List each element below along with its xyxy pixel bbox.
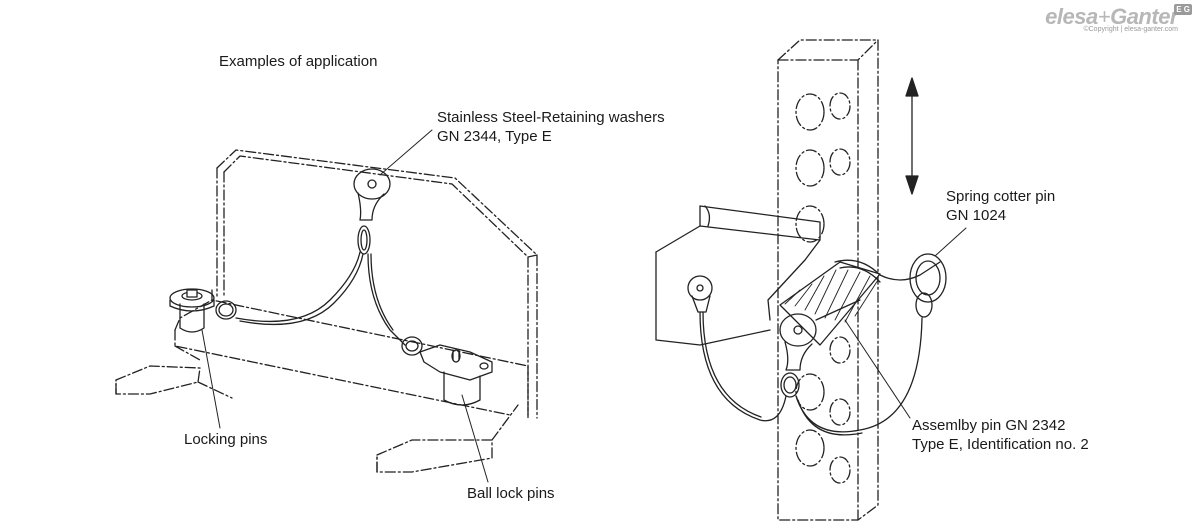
locking-pin: [169, 288, 215, 333]
logo-badge: E G: [1174, 4, 1192, 15]
leader-cotter-pin: [934, 227, 967, 257]
small-washer: [687, 275, 713, 313]
label-cotter-line1: Spring cotter pin: [946, 188, 1056, 205]
label-locking-pins: Locking pins: [184, 431, 268, 448]
label-assembly-line1: Assemlby pin GN 2342: [912, 417, 1066, 434]
right-support-beam: [376, 404, 519, 473]
leader-washers: [379, 129, 433, 176]
cable-right: [795, 317, 923, 433]
wire-rope-right: [367, 253, 406, 346]
leader-locking-pins: [201, 329, 221, 429]
label-cotter-line2: GN 1024: [946, 207, 1007, 224]
left-assembly: [115, 129, 538, 483]
label-ball-lock-pins: Ball lock pins: [467, 485, 555, 502]
leader-assembly-pin: [844, 319, 911, 419]
elesa-ganter-logo: elesa+Ganter E G ©Copyright | elesa-gant…: [1045, 4, 1192, 33]
leader-ball-lock-pins: [461, 394, 489, 483]
washer-ring: [357, 225, 371, 255]
logo-brand-left: elesa: [1045, 4, 1098, 29]
label-washers-line1: Stainless Steel-Retaining washers: [437, 109, 665, 126]
logo-brand-right: Ganter: [1110, 4, 1178, 29]
retaining-washer: [353, 168, 391, 221]
wire-rope-left: [235, 251, 361, 323]
hatched-section: [779, 261, 881, 346]
logo-wordmark: elesa+Ganter: [1045, 4, 1178, 30]
left-back-plate: [216, 149, 538, 419]
cable-left: [699, 311, 787, 422]
label-assembly-line2: Type E, Identification no. 2: [912, 436, 1089, 453]
page-title: Examples of application: [219, 53, 378, 70]
logo-copyright: ©Copyright | elesa-ganter.com: [1083, 26, 1178, 33]
left-support-beam: [115, 365, 233, 399]
ring-right: [915, 292, 933, 318]
locking-pin-ring: [215, 300, 237, 320]
movement-arrow: [905, 77, 919, 195]
logo-brand-plus: +: [1097, 4, 1111, 29]
right-assembly: [655, 39, 967, 521]
label-washers-line2: GN 2344, Type E: [437, 128, 552, 145]
assembly-pin: [779, 299, 861, 371]
ring-left: [780, 372, 800, 398]
ball-lock-pin: [401, 336, 493, 406]
horizontal-bracket: [655, 205, 821, 346]
